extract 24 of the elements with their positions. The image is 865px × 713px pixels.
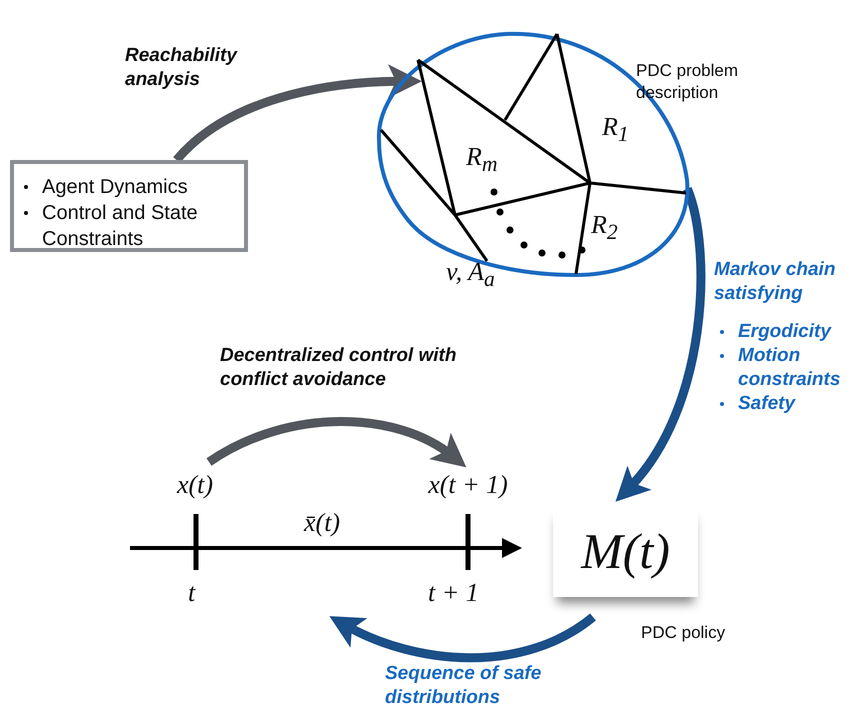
region-label: v, A$_{a}$ [446,257,495,292]
axis-label: t + 1 [428,578,479,608]
bullet-item: Ergodicity [714,320,865,344]
axis-label: t [188,578,196,608]
state-label: x(t) [160,470,230,500]
policy-symbol: M(t) [581,522,670,580]
region-label: R$_{m}$ [466,142,498,178]
bullet-item: Motion constraints [714,344,865,392]
region-label: R$_{1}$ [602,112,629,148]
curved-arrow [328,613,596,662]
edge-label: Sequence of safe distributions [385,662,542,710]
edge-label: Reachability analysis [125,44,239,92]
edge-label: Markov chain satisfying [714,258,836,306]
curved-arrow [616,187,706,503]
bullet-item: Safety [714,392,865,416]
state-label: x(t + 1) [408,470,528,500]
constraints-box [10,160,248,252]
bullet-item: Control and State Constraints [18,200,240,252]
edge-label: Decentralized control with conflict avoidance [220,344,458,392]
curved-arrow [206,417,468,466]
region-label: R$_{2}$ [591,210,618,246]
policy-caption: PDC policy [641,623,726,643]
bullet-item: Agent Dynamics [18,174,240,200]
axis-label: x̄(t) [304,508,340,538]
